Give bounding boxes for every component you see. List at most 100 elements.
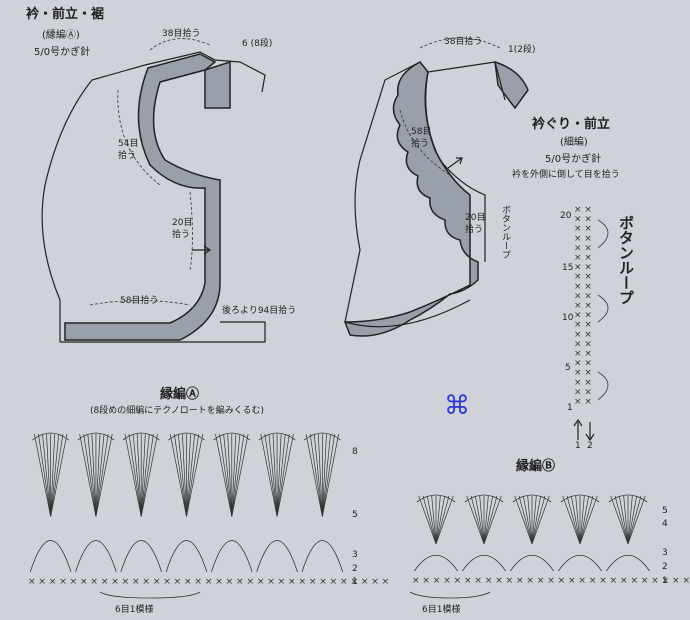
left-front-count-a: 54目 bbox=[118, 138, 138, 149]
right-hem bbox=[344, 299, 471, 328]
loop-stitch-row: × × bbox=[574, 234, 592, 244]
loop-bottom-1: 1 bbox=[575, 441, 581, 451]
loop-row-15: 15 bbox=[562, 263, 573, 273]
button-loop-stitches: × ×× ×× ×× ×× ×× ×× ×× ×× ×× ×× ×× ×× ××… bbox=[574, 205, 592, 407]
left-title: 衿・前立・裾 bbox=[26, 6, 104, 22]
left-front-guide bbox=[117, 89, 161, 186]
left-hem-guide bbox=[89, 300, 191, 306]
command-key-icon: ⌘ bbox=[444, 391, 470, 421]
edge-a-title: 縁編Ⓐ bbox=[160, 386, 199, 402]
loop-stitch-row: × × bbox=[574, 330, 592, 340]
right-button-loop-label: ボタンループ bbox=[500, 205, 511, 259]
loop-row-5: 5 bbox=[565, 363, 571, 373]
left-body-outline bbox=[41, 51, 266, 342]
right-front-count-b: 20目 bbox=[465, 212, 485, 223]
left-collar-rows: 6 (8段) bbox=[242, 37, 272, 49]
edge-b-fan bbox=[558, 494, 602, 572]
right-rows: 1(2段) bbox=[508, 43, 535, 55]
right-body-outline bbox=[344, 61, 421, 323]
edge-a-row-3: 3 bbox=[352, 550, 358, 560]
right-vest-diagram: 38目拾う 1(2段) 58目 拾う 20目 拾う ボタンループ 衿ぐり・前立 … bbox=[343, 35, 620, 337]
edge-b-fan bbox=[414, 494, 458, 572]
loop-stitch-row: × × bbox=[574, 349, 592, 359]
loop-stitch-row: × × bbox=[574, 359, 592, 369]
edge-a-chart: 縁編Ⓐ (8段めの細編にテクノロートを編みくるむ) × × × × × × × … bbox=[28, 386, 389, 615]
loop-row-20: 20 bbox=[560, 211, 572, 221]
left-front-count-b2: 拾う bbox=[172, 228, 190, 240]
edge-a-base-row: × × × × × × × × × × × × × × × × × × × × … bbox=[28, 577, 389, 587]
loop-bottom-2: 2 bbox=[587, 441, 593, 451]
right-title: 衿ぐり・前立 bbox=[532, 116, 610, 132]
edge-b-fan bbox=[510, 494, 554, 572]
left-collar-line bbox=[159, 69, 206, 83]
loop-stitch-row: × × bbox=[574, 291, 592, 301]
left-front-count-b: 20目 bbox=[172, 217, 192, 228]
edge-a-fan bbox=[75, 432, 117, 573]
loop-stitch-row: × × bbox=[574, 387, 592, 397]
loop-stitch-row: × × bbox=[574, 205, 592, 215]
button-loop-title: ボタンループ bbox=[617, 215, 635, 305]
loop-stitch-row: × × bbox=[574, 215, 592, 225]
edge-b-row-1: 1 bbox=[662, 576, 668, 586]
edge-b-stitch-pattern: × × × × × × × × × × × × × × × × × × × × … bbox=[412, 494, 690, 586]
edge-a-row-2: 2 bbox=[352, 564, 358, 574]
loop-stitch-row: × × bbox=[574, 320, 592, 330]
loop-stitch-row: × × bbox=[574, 397, 592, 407]
right-neck-back bbox=[494, 61, 506, 101]
right-front-count-a: 58目 bbox=[411, 126, 431, 137]
edge-b-row-5: 5 bbox=[662, 506, 668, 516]
right-front-guide bbox=[399, 109, 451, 176]
left-hook: 5/0号かぎ針 bbox=[34, 45, 90, 58]
right-front-edge bbox=[425, 71, 486, 262]
left-neck-guide bbox=[149, 38, 211, 51]
loop-stitch-row: × × bbox=[574, 263, 592, 273]
left-collar-tip bbox=[204, 60, 231, 109]
edge-b-row-2: 2 bbox=[662, 562, 668, 572]
button-loop-chart: × ×× ×× ×× ×× ×× ×× ×× ×× ×× ×× ×× ×× ××… bbox=[560, 205, 635, 451]
edge-b-base-row: × × × × × × × × × × × × × × × × × × × × … bbox=[412, 576, 690, 586]
left-front-count-a2: 拾う bbox=[118, 149, 136, 161]
left-direction-arrow bbox=[192, 245, 212, 255]
edge-a-row-8: 8 bbox=[352, 447, 358, 457]
edge-a-note: (8段めの細編にテクノロートを編みくるむ) bbox=[90, 404, 264, 416]
button-loop-arcs bbox=[597, 219, 609, 401]
loop-stitch-row: × × bbox=[574, 311, 592, 321]
right-note: 衿を外側に倒して目を拾う bbox=[512, 168, 620, 180]
loop-stitch-row: × × bbox=[574, 272, 592, 282]
edge-a-fan bbox=[120, 432, 162, 573]
left-vest-diagram: 衿・前立・裾 (縁編Ⓐ) 5/0号かぎ針 38目拾う 6 (8段) 54目 拾う… bbox=[26, 6, 296, 343]
edge-a-fan bbox=[211, 432, 253, 573]
loop-stitch-row: × × bbox=[574, 224, 592, 234]
right-shoulder-scallop bbox=[494, 60, 529, 110]
left-neck-count: 38目拾う bbox=[162, 27, 200, 39]
svg-text:⌘: ⌘ bbox=[444, 391, 470, 421]
edge-b-row-4: 4 bbox=[662, 519, 668, 529]
loop-row-10: 10 bbox=[562, 313, 574, 323]
loop-direction-arrows bbox=[573, 418, 595, 442]
loop-stitch-row: × × bbox=[574, 253, 592, 263]
right-scallop-band bbox=[343, 61, 479, 337]
edge-a-fan bbox=[29, 432, 72, 573]
right-neck-count: 38目拾う bbox=[444, 35, 482, 47]
right-collar-line bbox=[427, 61, 496, 73]
edge-a-repeat-label: 6目1模様 bbox=[115, 603, 153, 615]
loop-row-1: 1 bbox=[567, 403, 573, 413]
edge-b-fan bbox=[606, 494, 650, 572]
edge-a-fan bbox=[256, 432, 298, 573]
right-neck-guide bbox=[419, 37, 501, 49]
edge-b-title: 縁編Ⓑ bbox=[516, 458, 555, 474]
left-hem-count: 58目拾う bbox=[120, 294, 158, 306]
edge-a-repeat-brace bbox=[99, 591, 201, 599]
left-subtitle: (縁編Ⓐ) bbox=[42, 28, 80, 41]
right-hook: 5/0号かぎ針 bbox=[545, 152, 601, 165]
right-subtitle: (細編) bbox=[560, 135, 588, 148]
edge-a-row-1: 1 bbox=[352, 577, 358, 587]
left-collar-band bbox=[64, 53, 221, 341]
left-lower-guide bbox=[189, 191, 193, 271]
edge-b-repeat-label: 6目1模様 bbox=[422, 603, 460, 615]
left-back-count: 後ろより94目拾う bbox=[222, 304, 296, 316]
left-hem-outline bbox=[60, 321, 266, 343]
loop-stitch-row: × × bbox=[574, 378, 592, 388]
right-front-count-a2: 拾う bbox=[411, 137, 429, 149]
